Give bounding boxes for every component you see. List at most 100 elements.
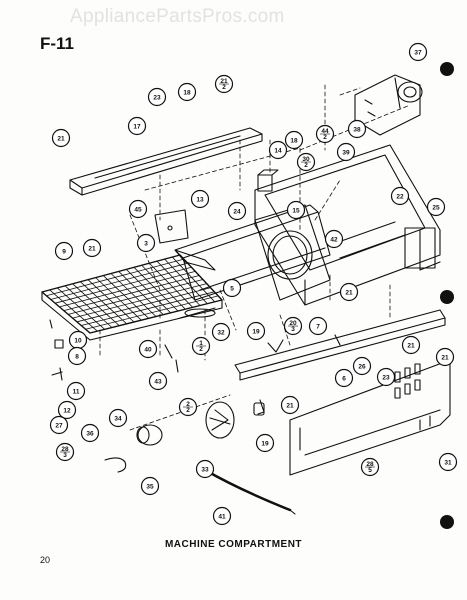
callout-c27: 27 [49,415,69,435]
callout-circle [147,87,167,107]
callout-c8: 8 [67,346,87,366]
base-pan-part [254,144,441,306]
callout-label: 8 [75,353,79,360]
fan-blade-part [205,401,235,439]
callout-circle [438,452,458,472]
callout-c40: 40 [138,339,158,359]
callout-label: 13 [196,196,204,203]
callout-circle [82,238,102,258]
callout-circle [148,371,168,391]
binder-hole-top [440,62,454,76]
callout-label: 7 [316,323,320,330]
callout-label: 3 [144,240,148,247]
callout-label: 17 [133,123,141,130]
callout-circle [286,200,306,220]
callout-label: 43 [154,378,162,385]
callout-c39: 39 [336,142,356,162]
callout-label: 11 [73,388,80,395]
callout-circle [136,233,156,253]
callout-c41: 41 [212,506,232,526]
top-rail-part [69,127,263,196]
callout-label: 21 [88,245,96,252]
callout-label: 12 [63,407,71,414]
callout-label: 45 [134,206,142,213]
callout-c19a: 19 [246,321,266,341]
small-bracket-45 [154,209,189,244]
callout-circle [408,42,428,62]
callout-c21c: 21 [339,282,359,302]
callout-c18b: 18 [284,130,304,150]
callout-c17: 17 [127,116,147,136]
callout-label: 23 [153,94,161,101]
callout-label: 21 [286,402,294,409]
bolt-parts [49,319,341,416]
callout-c10: 10 [68,330,88,350]
callout-label: 10 [74,337,82,344]
callout-label: 5 [230,285,234,292]
callout-c23b: 23 [376,367,396,387]
callout-c45: 45 [128,199,148,219]
callout-c21a: 21 [51,128,71,148]
callout-circle [284,130,304,150]
drain-tray-part [234,309,446,381]
relay-14 [257,169,279,192]
watermark: AppliancePartsPros.com [70,6,285,27]
callout-circle [190,189,210,209]
callout-c34: 34 [108,408,128,428]
hose-part [104,457,127,473]
callout-c35: 35 [140,476,160,496]
callout-circle [211,322,231,342]
callout-label: 22 [396,193,404,200]
callout-c18a: 18 [177,82,197,102]
callout-c37: 37 [408,42,428,62]
callout-circle [324,229,344,249]
fan-motor-small-part [136,424,163,446]
callout-circle [334,368,354,388]
callout-circle [255,433,275,453]
phantom-outline [99,84,411,431]
callout-c22: 22 [390,186,410,206]
callout-label: 35 [146,483,154,490]
callout-c12: 12 [57,400,77,420]
callout-label: 36 [86,430,94,437]
figure-id: F-11 [40,34,75,53]
callout-circle [66,381,86,401]
callout-c15a: 15 [286,200,306,220]
callout-label: 32 [217,329,225,336]
callout-circle [128,199,148,219]
callout-c11: 11 [66,381,86,401]
callout-c21e: 21 [435,347,455,367]
callout-circle [57,400,77,420]
callout-label: 19 [261,440,269,447]
binder-hole-bottom [440,515,454,529]
callout-c14: 14 [268,140,288,160]
callout-circle [80,423,100,443]
callout-circle [140,476,160,496]
callout-label: 18 [290,137,298,144]
callout-label: 9 [62,248,66,255]
callout-circle [426,197,446,217]
callout-label: 31 [444,459,452,466]
small-bracket-3 [174,249,216,271]
callout-label: 34 [114,415,122,422]
callout-c6: 6 [334,368,354,388]
callout-c23a: 23 [147,87,167,107]
callout-label: 21 [345,289,353,296]
callout-c9: 9 [54,241,74,261]
callout-label: 25 [432,204,440,211]
callout-circle [54,241,74,261]
callout-circle [222,278,242,298]
callout-label: 33 [201,466,209,473]
callout-circle [177,82,197,102]
